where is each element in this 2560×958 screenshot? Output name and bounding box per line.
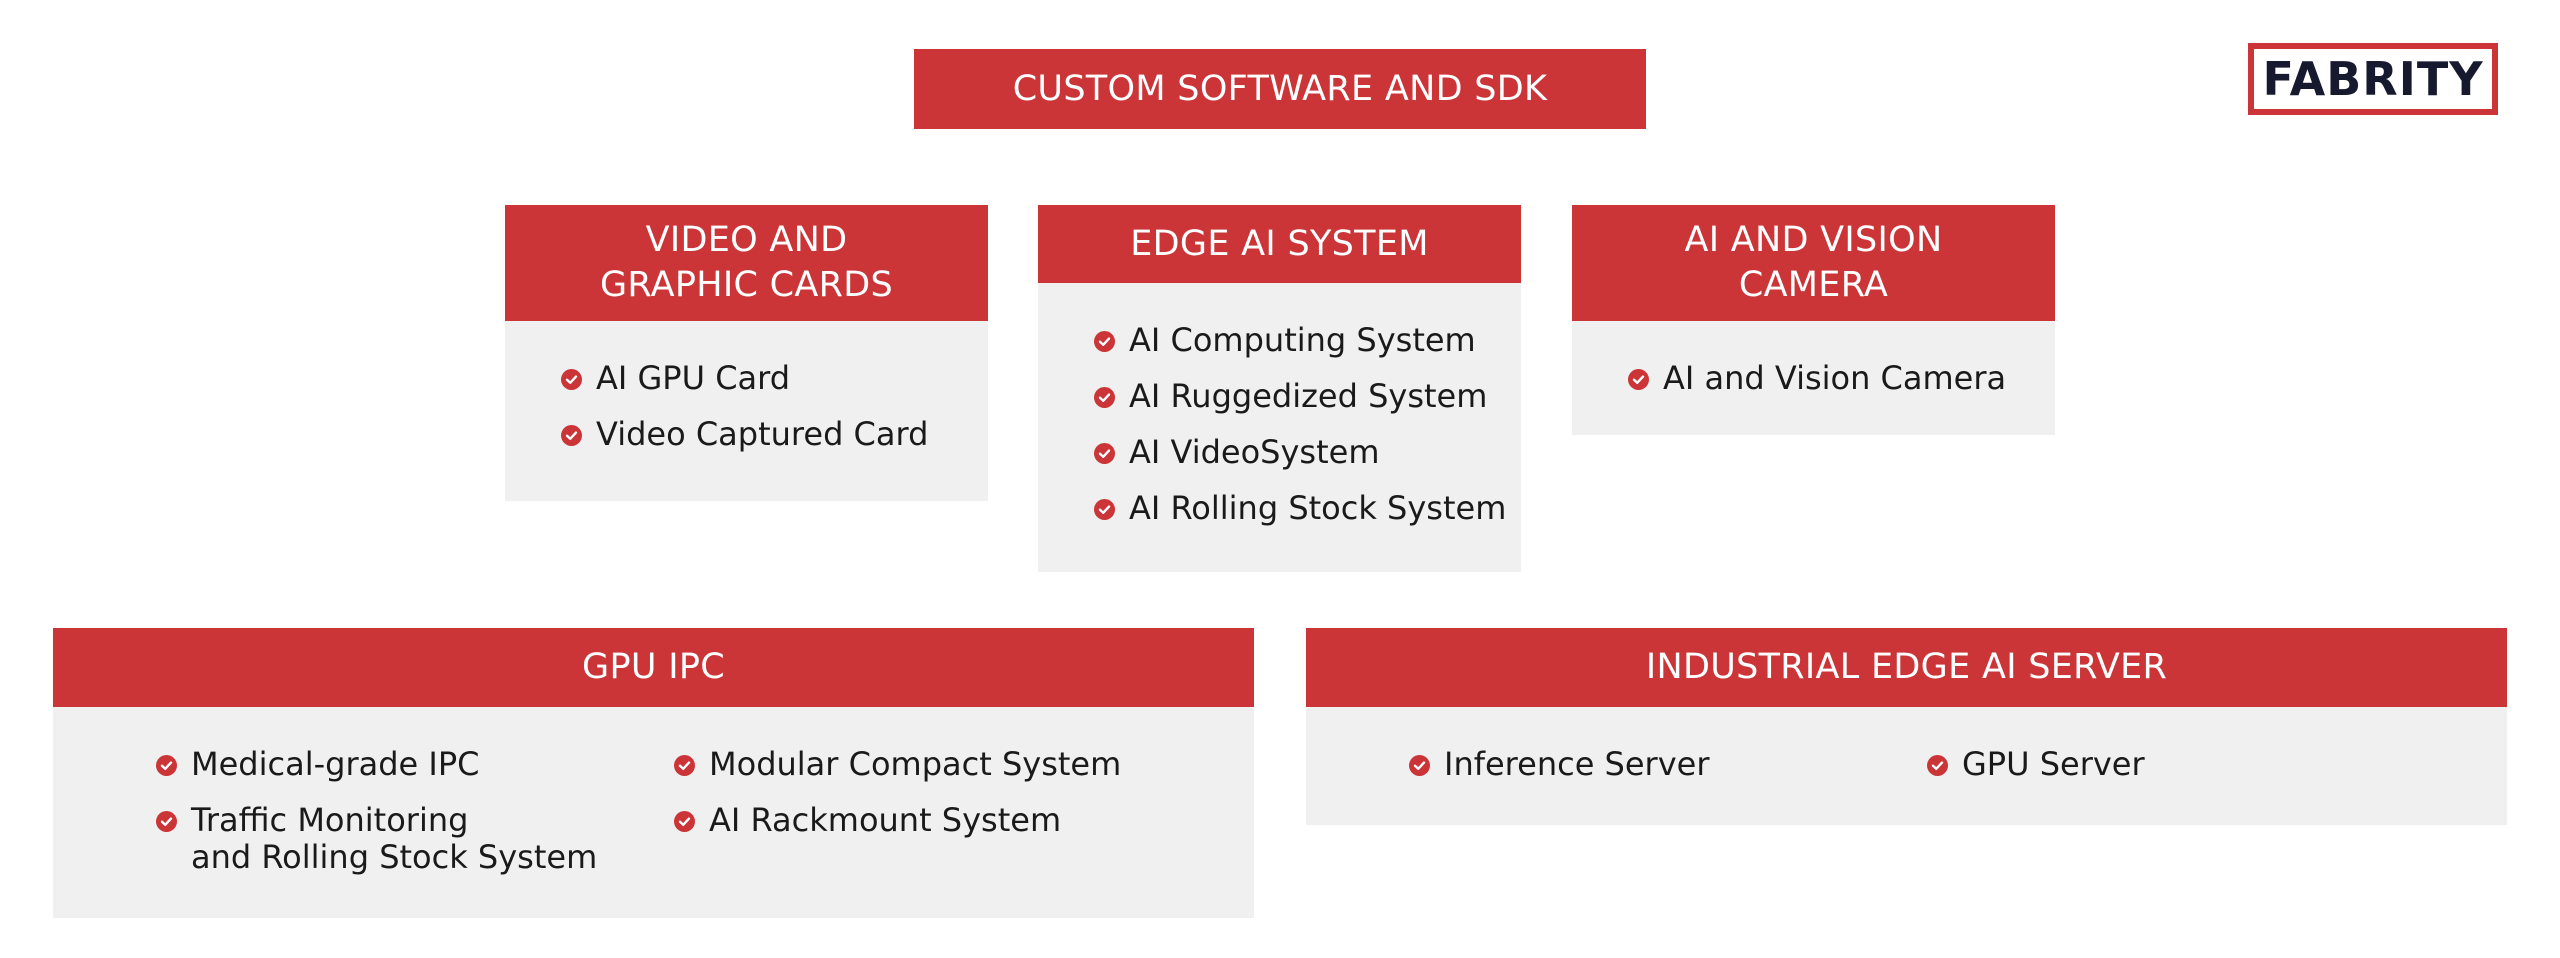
ai-vision-camera-list: AI and Vision Camera [1628,360,2006,416]
gpu-ipc-panel: Medical-grade IPC Traffic Monitoring and… [53,707,1254,918]
logo-text: FABRITY [2262,52,2484,106]
list-item: AI Ruggedized System [1094,378,1506,415]
list-item-label: Modular Compact System [709,745,1122,783]
list-item: AI GPU Card [561,360,928,397]
check-circle-icon [156,755,177,776]
edge-server-list-col2: GPU Server [1927,746,2145,802]
edge-ai-system-panel: AI Computing System AI Ruggedized System… [1038,283,1521,572]
list-item: Modular Compact System [674,746,1121,783]
list-item-label: Medical-grade IPC [191,745,480,783]
list-item: AI Rolling Stock System [1094,490,1506,527]
video-graphic-cards-title-line2: GRAPHIC CARDS [599,265,894,305]
custom-software-sdk-header: CUSTOM SOFTWARE AND SDK [914,49,1646,129]
edge-server-list-col1: Inference Server [1409,746,1709,802]
edge-ai-system-list: AI Computing System AI Ruggedized System… [1094,322,1506,546]
check-circle-icon [1409,755,1430,776]
industrial-edge-ai-server-title: INDUSTRIAL EDGE AI SERVER [1645,647,2168,687]
list-item: AI Rackmount System [674,802,1121,839]
list-item: AI Computing System [1094,322,1506,359]
list-item: Inference Server [1409,746,1709,783]
video-graphic-cards-panel: AI GPU Card Video Captured Card [505,321,988,501]
check-circle-icon [1628,369,1649,390]
custom-software-sdk-label: CUSTOM SOFTWARE AND SDK [1012,68,1548,109]
check-circle-icon [674,811,695,832]
list-item-label: AI Rolling Stock System [1129,489,1507,527]
edge-ai-system-title: EDGE AI SYSTEM [1130,223,1429,264]
check-circle-icon [1094,387,1115,408]
video-graphic-cards-title-line1: VIDEO AND [645,220,848,260]
list-item-label: AI and Vision Camera [1663,359,2007,397]
list-item-label: AI Computing System [1129,321,1476,359]
ai-vision-camera-header: AI AND VISION CAMERA [1572,205,2055,321]
list-item: GPU Server [1927,746,2145,783]
video-graphic-cards-list: AI GPU Card Video Captured Card [561,360,928,472]
ai-vision-camera-title-line1: AI AND VISION [1684,220,1943,260]
ai-vision-camera-title-line2: CAMERA [1738,265,1889,305]
list-item-label: AI Rackmount System [709,801,1062,839]
gpu-ipc-list-col2: Modular Compact System AI Rackmount Syst… [674,746,1121,858]
gpu-ipc-list-col1: Medical-grade IPC Traffic Monitoring and… [156,746,597,895]
check-circle-icon [1094,499,1115,520]
list-item-label: AI Ruggedized System [1129,377,1488,415]
list-item-label: AI VideoSystem [1129,433,1380,471]
list-item-label-line2: and Rolling Stock System [191,838,598,876]
list-item: AI VideoSystem [1094,434,1506,471]
list-item-label: Video Captured Card [596,415,929,453]
ai-vision-camera-panel: AI and Vision Camera [1572,321,2055,435]
check-circle-icon [156,811,177,832]
list-item: Video Captured Card [561,416,928,453]
gpu-ipc-title: GPU IPC [582,647,725,687]
list-item: Traffic Monitoring and Rolling Stock Sys… [156,802,597,876]
check-circle-icon [561,369,582,390]
check-circle-icon [561,425,582,446]
check-circle-icon [674,755,695,776]
edge-ai-system-header: EDGE AI SYSTEM [1038,205,1521,283]
gpu-ipc-header: GPU IPC [53,628,1254,707]
fabrity-logo: FABRITY [2248,43,2498,115]
list-item: Medical-grade IPC [156,746,597,783]
list-item-label: AI GPU Card [596,359,791,397]
check-circle-icon [1094,443,1115,464]
list-item-label: GPU Server [1962,745,2145,783]
check-circle-icon [1094,331,1115,352]
list-item-label-line1: Traffic Monitoring [191,801,469,839]
industrial-edge-ai-server-panel: Inference Server GPU Server [1306,707,2507,825]
video-graphic-cards-header: VIDEO AND GRAPHIC CARDS [505,205,988,321]
list-item-label: Inference Server [1444,745,1710,783]
check-circle-icon [1927,755,1948,776]
list-item: AI and Vision Camera [1628,360,2006,397]
industrial-edge-ai-server-header: INDUSTRIAL EDGE AI SERVER [1306,628,2507,707]
